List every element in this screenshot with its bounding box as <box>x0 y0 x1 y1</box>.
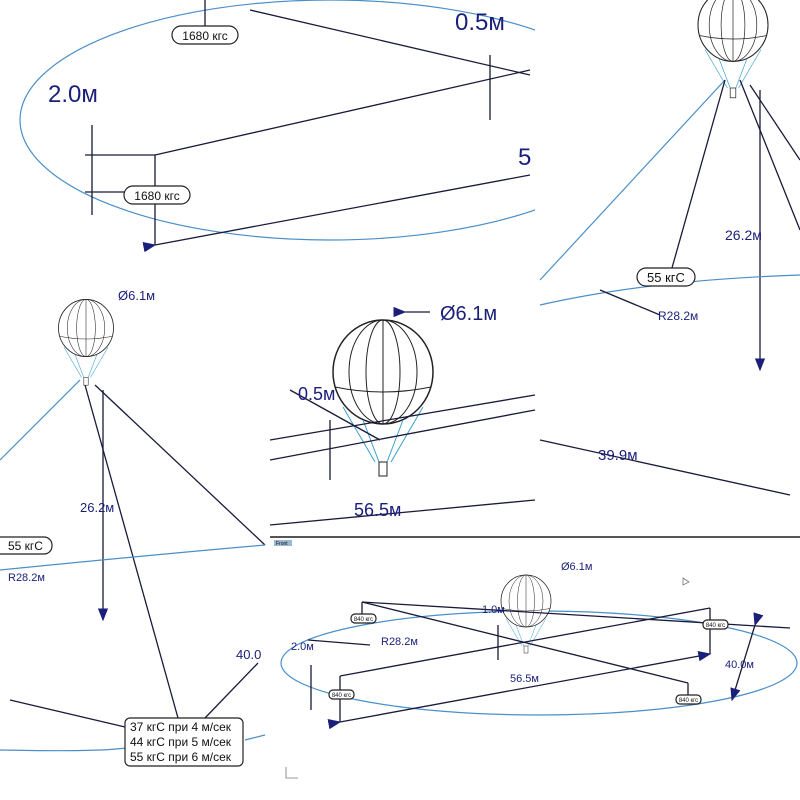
dim-height: 26.2м <box>725 227 762 243</box>
force-tag <box>0 536 53 555</box>
dim-diameter: Ø6.1м <box>561 561 592 573</box>
force-tag-text: 840 кгс <box>354 617 373 623</box>
force-tag <box>702 619 729 630</box>
panel-top-right: 55 кгС 26.2м R28.2м <box>535 0 800 525</box>
dim-right: 39.9м <box>598 447 638 464</box>
force-tag-text: 840 кгс <box>679 698 698 704</box>
wind-force-row: 44 кгС при 5 м/сек <box>130 735 232 749</box>
dim-radius: R28.2м <box>658 309 698 323</box>
force-tag <box>636 267 696 287</box>
dim-cut: 40.0 <box>236 647 261 662</box>
force-tag-text: 55 кгС <box>647 270 685 285</box>
panel-top-left: 1680 кгс 1680 кгс 0.5м 2.0м 5 <box>0 0 641 253</box>
dim-anchor-height: 2.0м <box>48 81 98 108</box>
force-tag-text: 1680 кгс <box>182 29 227 43</box>
dim-span: 56.5м <box>354 500 401 520</box>
viewport-label-text: Front <box>276 541 288 547</box>
force-tag <box>675 694 702 705</box>
force-tag <box>171 25 239 45</box>
dim-anchor-height: 2.0м <box>291 641 314 653</box>
force-tag <box>350 613 377 624</box>
dim-cut: 5 <box>518 144 531 171</box>
dim-diameter: Ø6.1м <box>118 288 155 303</box>
dim-offset: 1.0м <box>482 604 505 616</box>
panel-center: Ø6.1м 0.5м 56.5м 39.9м <box>269 270 638 530</box>
force-tag-text: 840 кгс <box>706 623 725 629</box>
dim-radius: R28.2м <box>8 572 45 584</box>
dim-width: 40.0м <box>725 659 754 671</box>
force-tag-text: 55 кгС <box>8 539 43 553</box>
wind-force-table: 37 кгС при 4 м/сек 44 кгС при 5 м/сек 55… <box>124 717 244 767</box>
panel-middle-left: Ø6.1м 26.2м 55 кгС R28.2м 40.0 37 кгС пр… <box>0 270 270 800</box>
dim-offset: 0.5м <box>298 384 335 404</box>
force-tag <box>328 689 355 700</box>
wind-force-row: 55 кгС при 6 м/сек <box>130 750 232 764</box>
axis-icon <box>285 767 298 779</box>
cursor-icon <box>682 577 690 586</box>
panel-bottom-right: Front Ø6.1м 1.0м R28.2м 2.0м 56.5м 40.0м… <box>270 535 800 800</box>
force-tag-text: 1680 кгс <box>134 189 179 203</box>
dim-span: 56.5м <box>510 673 539 685</box>
dim-diameter: Ø6.1м <box>440 303 497 325</box>
viewport-label[interactable] <box>274 540 292 546</box>
wind-force-row: 37 кгС при 4 м/сек <box>130 720 232 734</box>
dim-radius: R28.2м <box>381 636 418 648</box>
dim-height: 26.2м <box>80 500 114 515</box>
dim-offset: 0.5м <box>455 9 505 36</box>
force-tag <box>123 185 191 205</box>
force-tag-text: 840 кгс <box>332 693 351 699</box>
